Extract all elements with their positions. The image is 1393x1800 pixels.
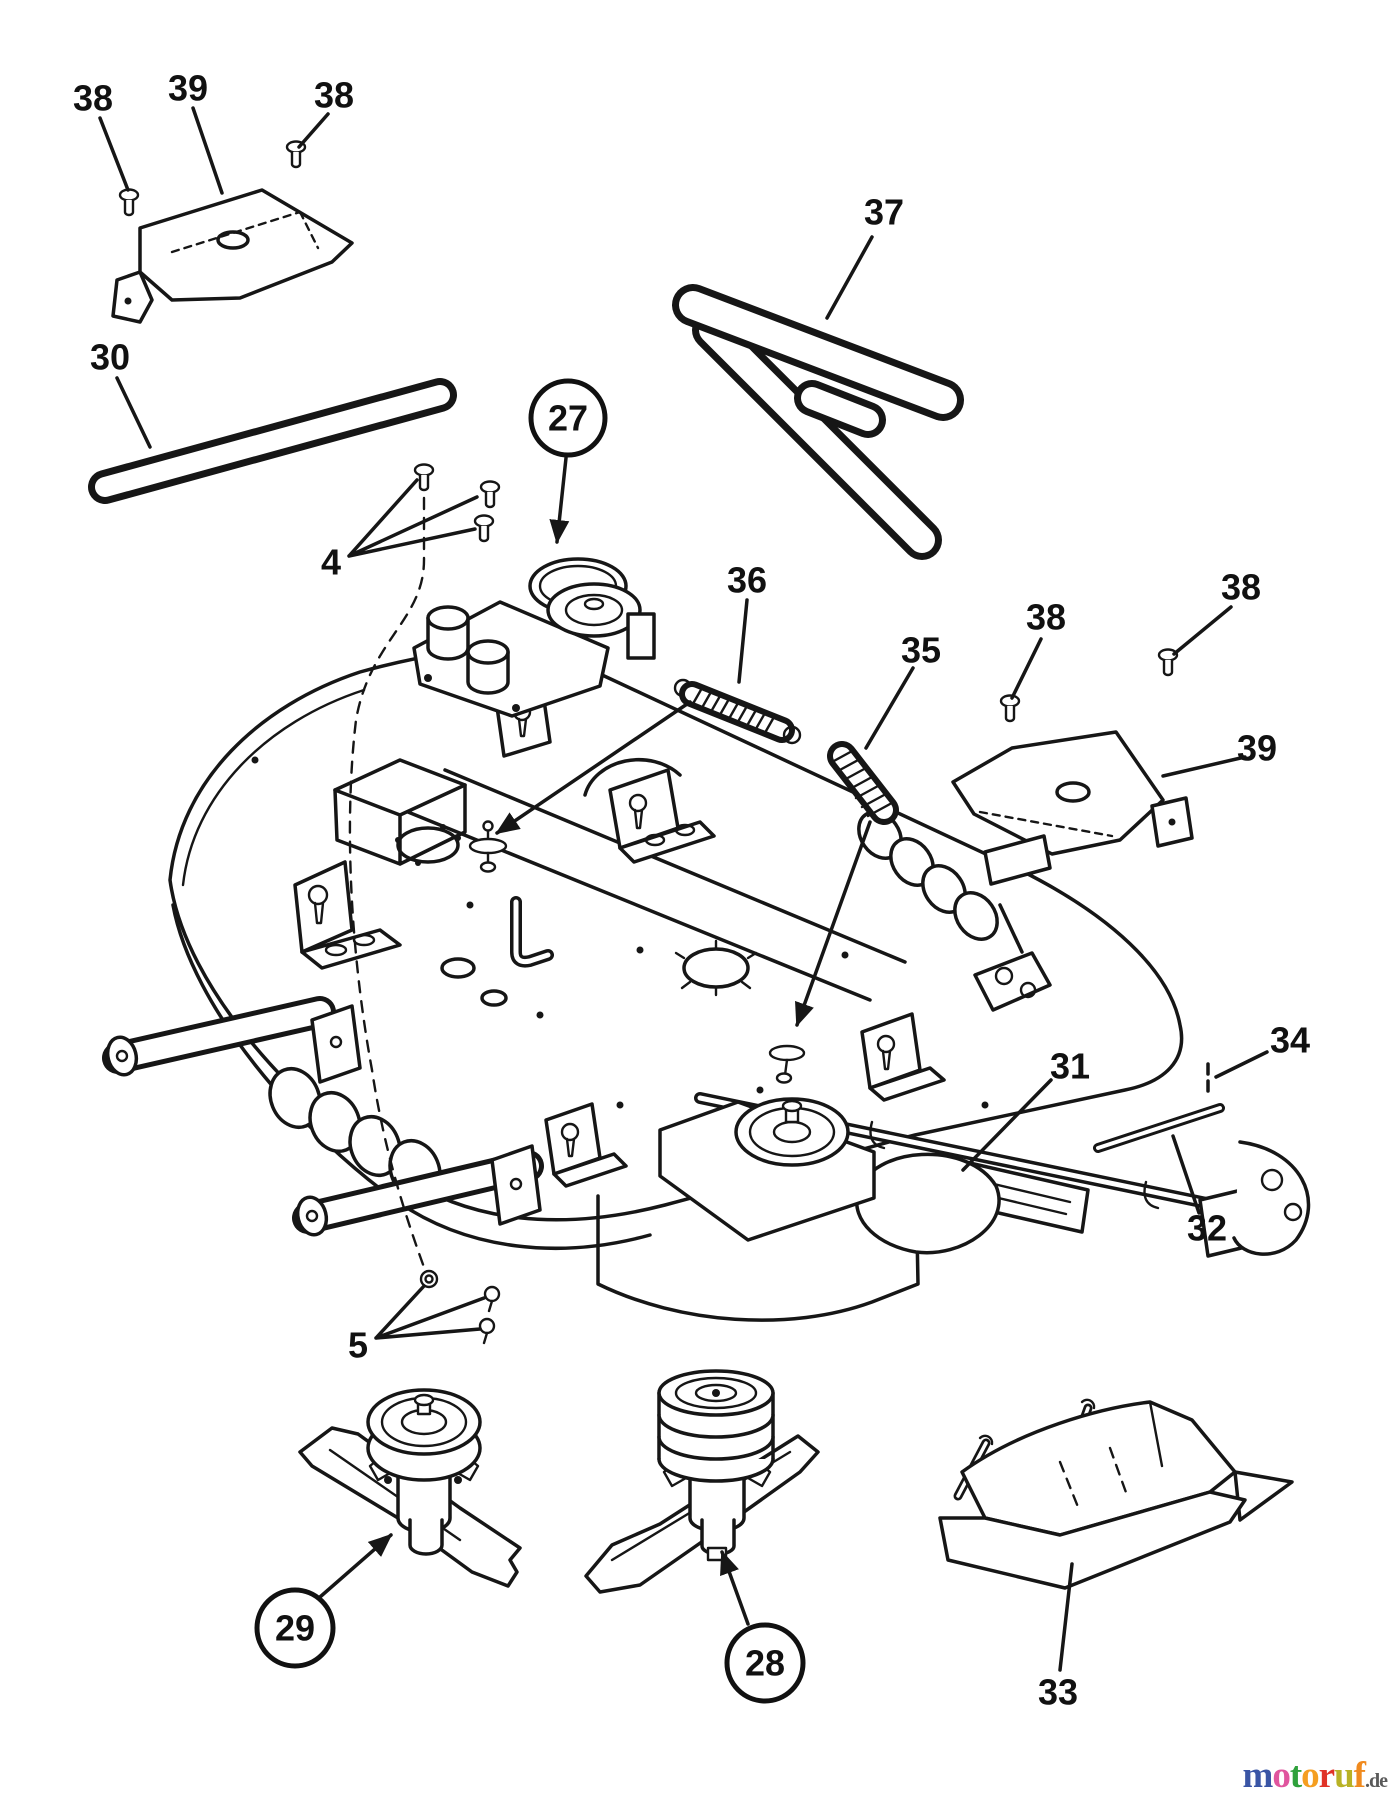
callout-37: 37	[864, 192, 904, 233]
callout-35: 35	[901, 630, 941, 671]
axle-tube-lower	[292, 1144, 544, 1237]
callout-38-right-inner: 38	[1026, 597, 1066, 638]
height-adjust-rod	[1093, 1103, 1225, 1153]
flange-bolt-left	[468, 820, 508, 873]
watermark-suffix: .de	[1365, 1770, 1388, 1792]
belt-cover-right	[951, 730, 1194, 886]
keyhole-bracket-mid	[608, 768, 716, 864]
callout-38-top-left: 38	[73, 78, 113, 119]
watermark-letter: o	[1301, 1755, 1319, 1796]
watermark-letter: u	[1334, 1755, 1355, 1796]
caster-arm	[1232, 1140, 1311, 1256]
idler-mounting-screws	[413, 463, 501, 543]
deck-hole-oval	[440, 957, 476, 979]
spindle-opening-left	[395, 824, 461, 866]
deck-drive-belt-30	[88, 378, 457, 504]
flange-bolt-right	[768, 1044, 806, 1084]
callout-29: 29	[275, 1608, 315, 1649]
callout-39-right: 39	[1237, 728, 1277, 769]
callout-34: 34	[1270, 1020, 1310, 1061]
callout-circle-29	[254, 1587, 336, 1669]
callout-32: 32	[1187, 1208, 1227, 1249]
axle-tube-upper	[102, 996, 362, 1084]
watermark-letter: f	[1353, 1755, 1366, 1796]
callout-30: 30	[90, 337, 130, 378]
watermark-logo: motoruf.de	[1242, 1755, 1389, 1796]
spindle-blade-left	[298, 1388, 522, 1588]
spindle-opening-right	[674, 939, 758, 997]
keyhole-bracket-lower	[544, 1102, 628, 1188]
spindle-blade-center	[584, 1369, 820, 1594]
callout-27: 27	[548, 398, 588, 439]
deck-bolt-dots	[251, 756, 989, 1109]
assembly-alignment-dashed-line	[348, 496, 427, 1272]
callout-33: 33	[1038, 1672, 1078, 1713]
compression-spring-35	[827, 741, 899, 825]
hardware-5	[419, 1269, 501, 1345]
pointer-arrows	[318, 456, 872, 1626]
callout-28: 28	[745, 1643, 785, 1684]
belt-cover-top-left	[111, 188, 354, 324]
callout-39-top-left: 39	[168, 68, 208, 109]
pto-belt-37	[672, 284, 964, 560]
leader-lines	[98, 106, 1269, 1672]
extension-spring-36	[673, 678, 802, 745]
callout-4: 4	[321, 542, 341, 583]
deck-pulley-assembly	[658, 1097, 876, 1242]
watermark-letter: t	[1289, 1755, 1302, 1796]
keyhole-bracket-left	[293, 860, 402, 970]
discharge-chute	[938, 1398, 1294, 1590]
callout-circle-27	[528, 378, 608, 458]
watermark-letter: o	[1272, 1755, 1290, 1796]
callout-38-top-right: 38	[314, 75, 354, 116]
callout-38-right-outer: 38	[1221, 567, 1261, 608]
deck-hole-oval	[480, 989, 508, 1007]
rear-lift-bar	[694, 1092, 1311, 1258]
callout-5: 5	[348, 1325, 368, 1366]
watermark-letter: m	[1242, 1755, 1274, 1796]
idler-arm-assembly	[412, 557, 656, 718]
watermark-letter: r	[1318, 1755, 1335, 1796]
rear-wheel-bracket	[854, 1152, 1001, 1255]
deck-baffle-arc	[583, 757, 682, 797]
callout-31: 31	[1050, 1046, 1090, 1087]
deck-l-rod	[510, 896, 554, 968]
keyhole-bracket-right	[860, 1012, 946, 1102]
callout-36: 36	[727, 560, 767, 601]
callout-circle-28	[724, 1622, 806, 1704]
